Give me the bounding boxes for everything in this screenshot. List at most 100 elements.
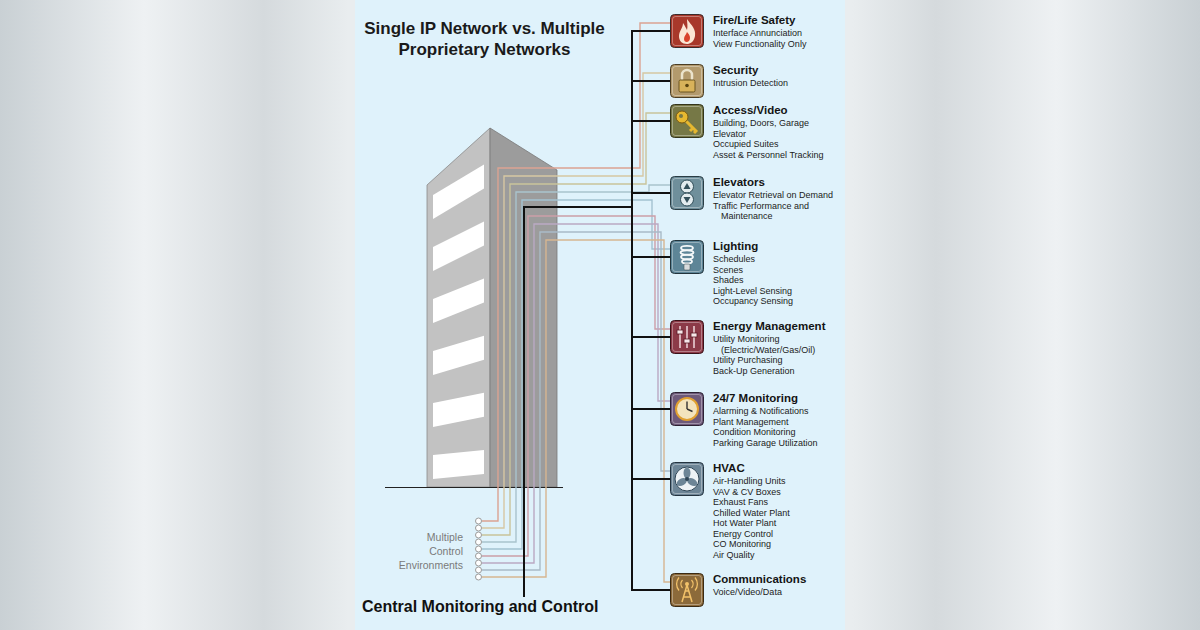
icon-bevel	[673, 576, 702, 605]
icon-tile	[671, 105, 704, 138]
terminal	[476, 574, 482, 580]
category-heading: Communications	[713, 573, 845, 586]
icon-tile	[671, 15, 704, 48]
category-item: Building, Doors, Garage	[713, 118, 845, 129]
network-connector	[524, 207, 670, 597]
terminal	[476, 560, 482, 566]
category-heading: HVAC	[713, 462, 845, 475]
ground-line	[385, 487, 563, 488]
network-connector	[524, 121, 670, 597]
lock-icon	[671, 65, 704, 98]
network-connector	[524, 207, 670, 597]
category-item: VAV & CV Boxes	[713, 487, 845, 498]
slider-knob	[684, 339, 690, 343]
network-line	[482, 113, 670, 535]
category-item: Intrusion Detection	[713, 78, 845, 89]
clock-icon	[671, 393, 704, 426]
icon-tile	[671, 321, 704, 354]
network-line	[482, 185, 670, 542]
bulb-icon	[671, 241, 704, 274]
category-item: Air Quality	[713, 550, 845, 561]
radio-waves	[677, 578, 698, 591]
category-heading: Access/Video	[713, 104, 845, 117]
system-category: CommunicationsVoice/Video/Data	[670, 573, 845, 607]
category-heading: Elevators	[713, 176, 845, 189]
icon-bevel	[673, 465, 702, 494]
building-window	[433, 279, 484, 323]
elevator-icon	[671, 177, 704, 210]
category-item: Plant Management	[713, 417, 845, 428]
building	[385, 128, 563, 488]
network-connector	[524, 193, 670, 597]
icon-tile	[671, 463, 704, 496]
category-item: Condition Monitoring	[713, 427, 845, 438]
terminal	[476, 539, 482, 545]
antenna-top	[685, 582, 689, 586]
terminal	[476, 525, 482, 531]
node-label: Central Monitoring and Control	[362, 597, 598, 617]
fan-hub	[685, 477, 689, 481]
system-category: Energy ManagementUtility Monitoring (Ele…	[670, 320, 845, 376]
flame	[679, 19, 695, 44]
building-window	[433, 222, 484, 272]
diagram-title: Single IP Network vs. Multiple Proprieta…	[362, 18, 607, 60]
fire-icon	[671, 15, 704, 48]
network-connector	[524, 207, 670, 597]
network-line	[482, 224, 670, 563]
elevator-button	[681, 180, 694, 193]
antenna-tower	[682, 585, 692, 602]
category-item: Light-Level Sensing	[713, 286, 845, 297]
lock-body	[679, 80, 695, 92]
network-connector	[524, 31, 670, 597]
system-category: Fire/Life SafetyInterface AnnunciationVi…	[670, 14, 845, 49]
category-item: Chilled Water Plant	[713, 508, 845, 519]
keyhole	[685, 84, 689, 88]
icon-tile	[671, 393, 704, 426]
bulb-base	[684, 264, 690, 270]
key-hole	[679, 114, 683, 118]
category-item: View Functionality Only	[713, 39, 845, 50]
category-item: Schedules	[713, 254, 845, 265]
system-category: HVACAir-Handling UnitsVAV & CV BoxesExha…	[670, 462, 845, 560]
system-category: SecurityIntrusion Detection	[670, 64, 845, 98]
key-head	[676, 111, 688, 123]
up-arrow	[684, 183, 691, 189]
terminal-circles	[476, 518, 482, 580]
terminal	[476, 518, 482, 524]
side-label: Multiple Control Environments	[395, 530, 463, 572]
down-arrow	[684, 197, 691, 203]
category-item: Traffic Performance and Maintenance	[713, 201, 845, 222]
icon-bevel	[673, 395, 702, 424]
building-window	[433, 336, 484, 375]
building-window	[433, 450, 484, 479]
icon-bevel	[673, 323, 702, 352]
clock-hands	[687, 402, 693, 412]
sliders-icon	[671, 321, 704, 354]
category-item: Shades	[713, 275, 845, 286]
network-connector	[524, 81, 670, 597]
category-item: Hot Water Plant	[713, 518, 845, 529]
category-item: Air-Handling Units	[713, 476, 845, 487]
category-item: Occupancy Sensing	[713, 296, 845, 307]
terminal	[476, 567, 482, 573]
category-item: Utility Monitoring (Electric/Water/Gas/O…	[713, 334, 845, 355]
building-face	[427, 128, 490, 487]
icon-bevel	[673, 107, 702, 136]
bulb-spiral	[681, 246, 694, 264]
system-category: ElevatorsElevator Retrieval on DemandTra…	[670, 176, 845, 222]
slider-knob	[691, 333, 697, 337]
icon-tile	[671, 574, 704, 607]
elevator-button	[681, 193, 694, 206]
category-item: Voice/Video/Data	[713, 587, 845, 598]
fan-blade	[675, 476, 688, 488]
system-category: Access/VideoBuilding, Doors, GarageEleva…	[670, 104, 845, 160]
category-item: Back-Up Generation	[713, 366, 845, 377]
category-heading: Energy Management	[713, 320, 845, 333]
building-window	[433, 393, 484, 427]
proprietary-networks	[482, 23, 670, 582]
icon-tile	[671, 177, 704, 210]
category-item: Energy Control	[713, 529, 845, 540]
